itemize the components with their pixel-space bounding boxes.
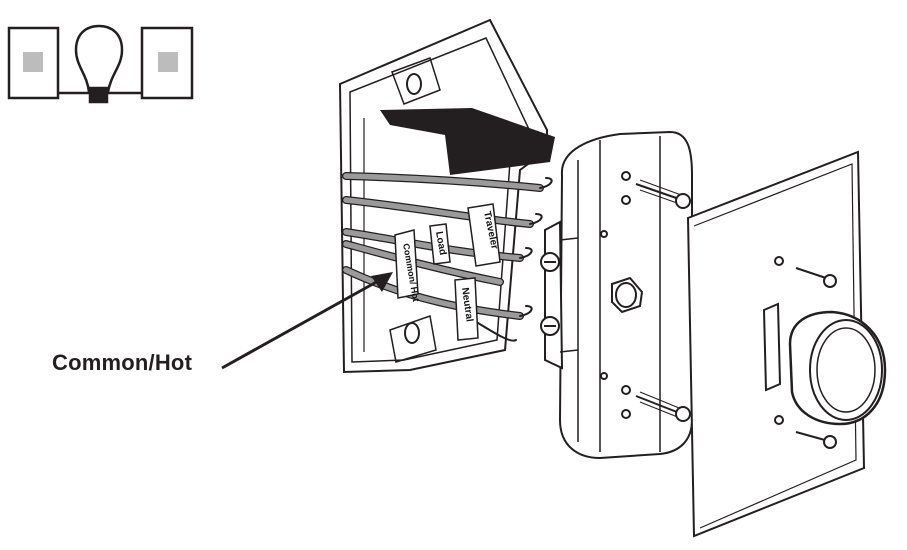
switch-symbol-right xyxy=(140,26,194,100)
wire-tag-traveler: Traveler xyxy=(467,203,501,267)
toggle-slot xyxy=(762,302,782,392)
plate-screw-top-icon xyxy=(823,274,837,288)
wire-tag-neutral: Neutral xyxy=(454,277,479,341)
switch-symbol-left-toggle xyxy=(23,52,43,72)
plate-screw-bottom-icon xyxy=(823,435,837,449)
wire-tag-load-text: Load xyxy=(433,231,448,256)
lightbulb-icon xyxy=(74,24,124,93)
install-direction-arrow xyxy=(380,108,555,175)
lightbulb-base-icon xyxy=(88,86,109,104)
switch-symbol-right-toggle xyxy=(158,52,178,72)
wire-tag-neutral-text: Neutral xyxy=(459,287,475,323)
wall-plate xyxy=(686,150,866,538)
callout-label-common-hot: Common/Hot xyxy=(52,350,193,375)
mounting-screw-bottom-icon xyxy=(675,406,691,422)
dimmer-switch xyxy=(540,130,693,460)
circuit-symbol-icon xyxy=(7,24,194,104)
dimmer-knob[interactable] xyxy=(788,310,887,426)
wire-tag-common-hot: Common/ Hot xyxy=(394,229,421,302)
switch-symbol-left xyxy=(7,26,60,100)
mounting-screws xyxy=(635,179,691,422)
callout-pointer xyxy=(221,272,393,370)
mounting-screw-top-icon xyxy=(675,193,691,209)
wire-tag-load: Load xyxy=(429,223,451,265)
